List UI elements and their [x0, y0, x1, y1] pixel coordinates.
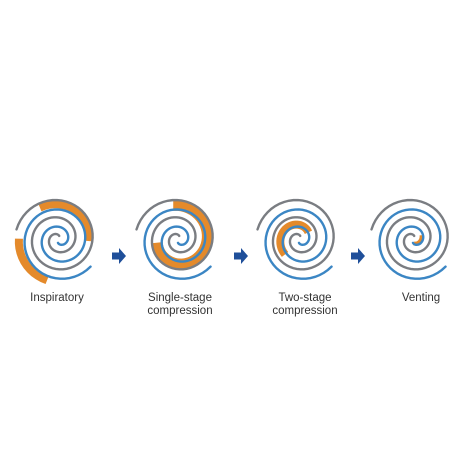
stage-label-two-stage-compression: Two-stage compression: [272, 292, 338, 317]
scroll-stage-inspiratory: [14, 198, 94, 284]
scroll-stage-venting: [370, 198, 449, 280]
right-arrow-icon: [234, 248, 248, 264]
orbiting-scroll: [23, 208, 92, 280]
stage-label-inspiratory: Inspiratory: [30, 292, 84, 304]
arrow-shape: [234, 248, 248, 264]
right-arrow-icon: [112, 248, 126, 264]
stage-label-venting: Venting: [401, 292, 441, 304]
orbiting-scroll: [378, 208, 447, 280]
arrow-shape: [112, 248, 126, 264]
gas-pocket-0: [276, 220, 313, 257]
orbiting-scroll: [264, 208, 333, 280]
right-arrow-icon: [351, 248, 365, 264]
scroll-stage-single-stage-compression: [135, 198, 214, 280]
stage-label-single-stage-compression: Single-stage compression: [147, 292, 213, 317]
fixed-scroll: [370, 198, 449, 271]
scroll-stage-two-stage-compression: [256, 198, 335, 280]
orbiting-scroll: [143, 208, 212, 280]
gas-pocket-0: [38, 200, 93, 242]
fixed-scroll: [15, 198, 94, 271]
fixed-scroll: [256, 198, 335, 271]
gas-pocket-1: [14, 238, 49, 284]
arrow-shape: [351, 248, 365, 264]
gas-pocket-0: [152, 200, 212, 269]
fixed-scroll: [135, 198, 214, 271]
